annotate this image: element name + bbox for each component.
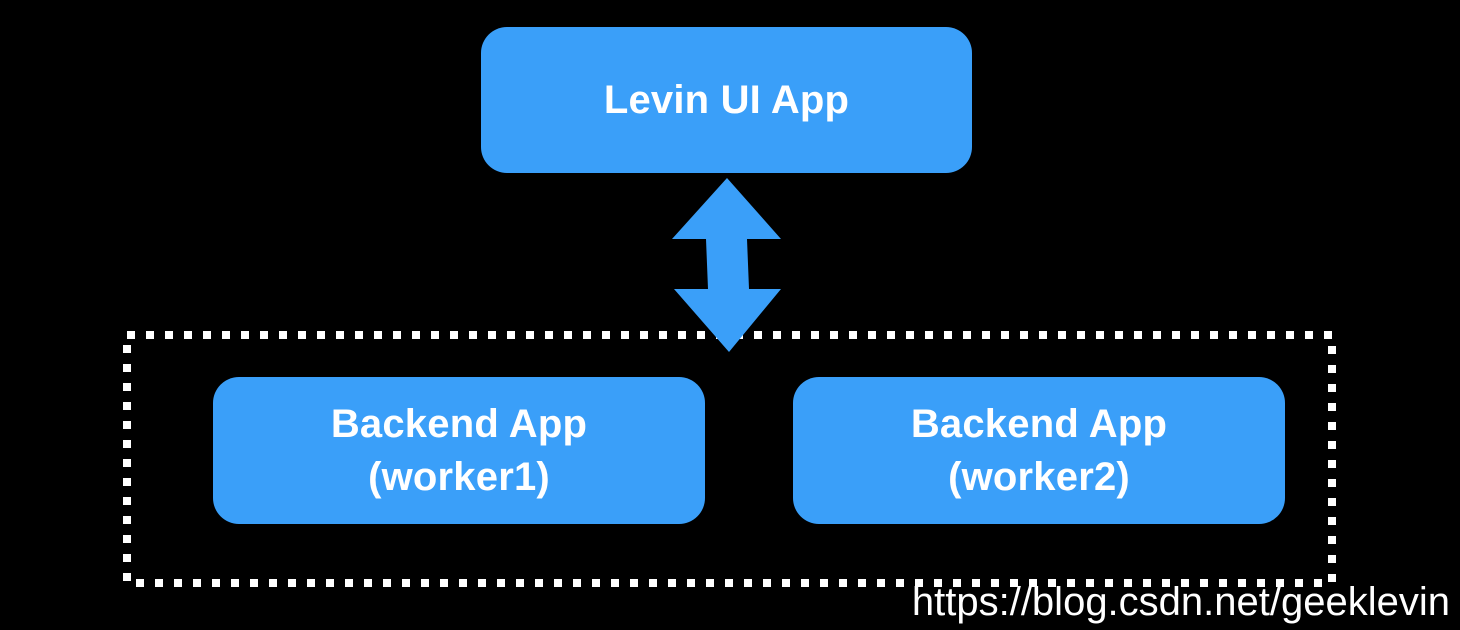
levin-ui-app-label: Levin UI App <box>603 77 850 122</box>
watermark-url: https://blog.csdn.net/geeklevin <box>911 580 1450 624</box>
backend-app-worker1-title: Backend App <box>330 401 588 446</box>
backend-app-worker1-subtitle: (worker1) <box>368 454 550 499</box>
backend-app-worker2-title: Backend App <box>910 401 1168 446</box>
backend-app-worker2-subtitle: (worker2) <box>948 454 1130 499</box>
backend-app-worker1-node: Backend App (worker1) <box>213 377 705 524</box>
backend-app-worker2-node: Backend App (worker2) <box>793 377 1285 524</box>
bidirectional-arrow <box>672 178 781 352</box>
levin-ui-app-node: Levin UI App <box>481 27 972 173</box>
worker-group-box <box>123 331 1336 587</box>
